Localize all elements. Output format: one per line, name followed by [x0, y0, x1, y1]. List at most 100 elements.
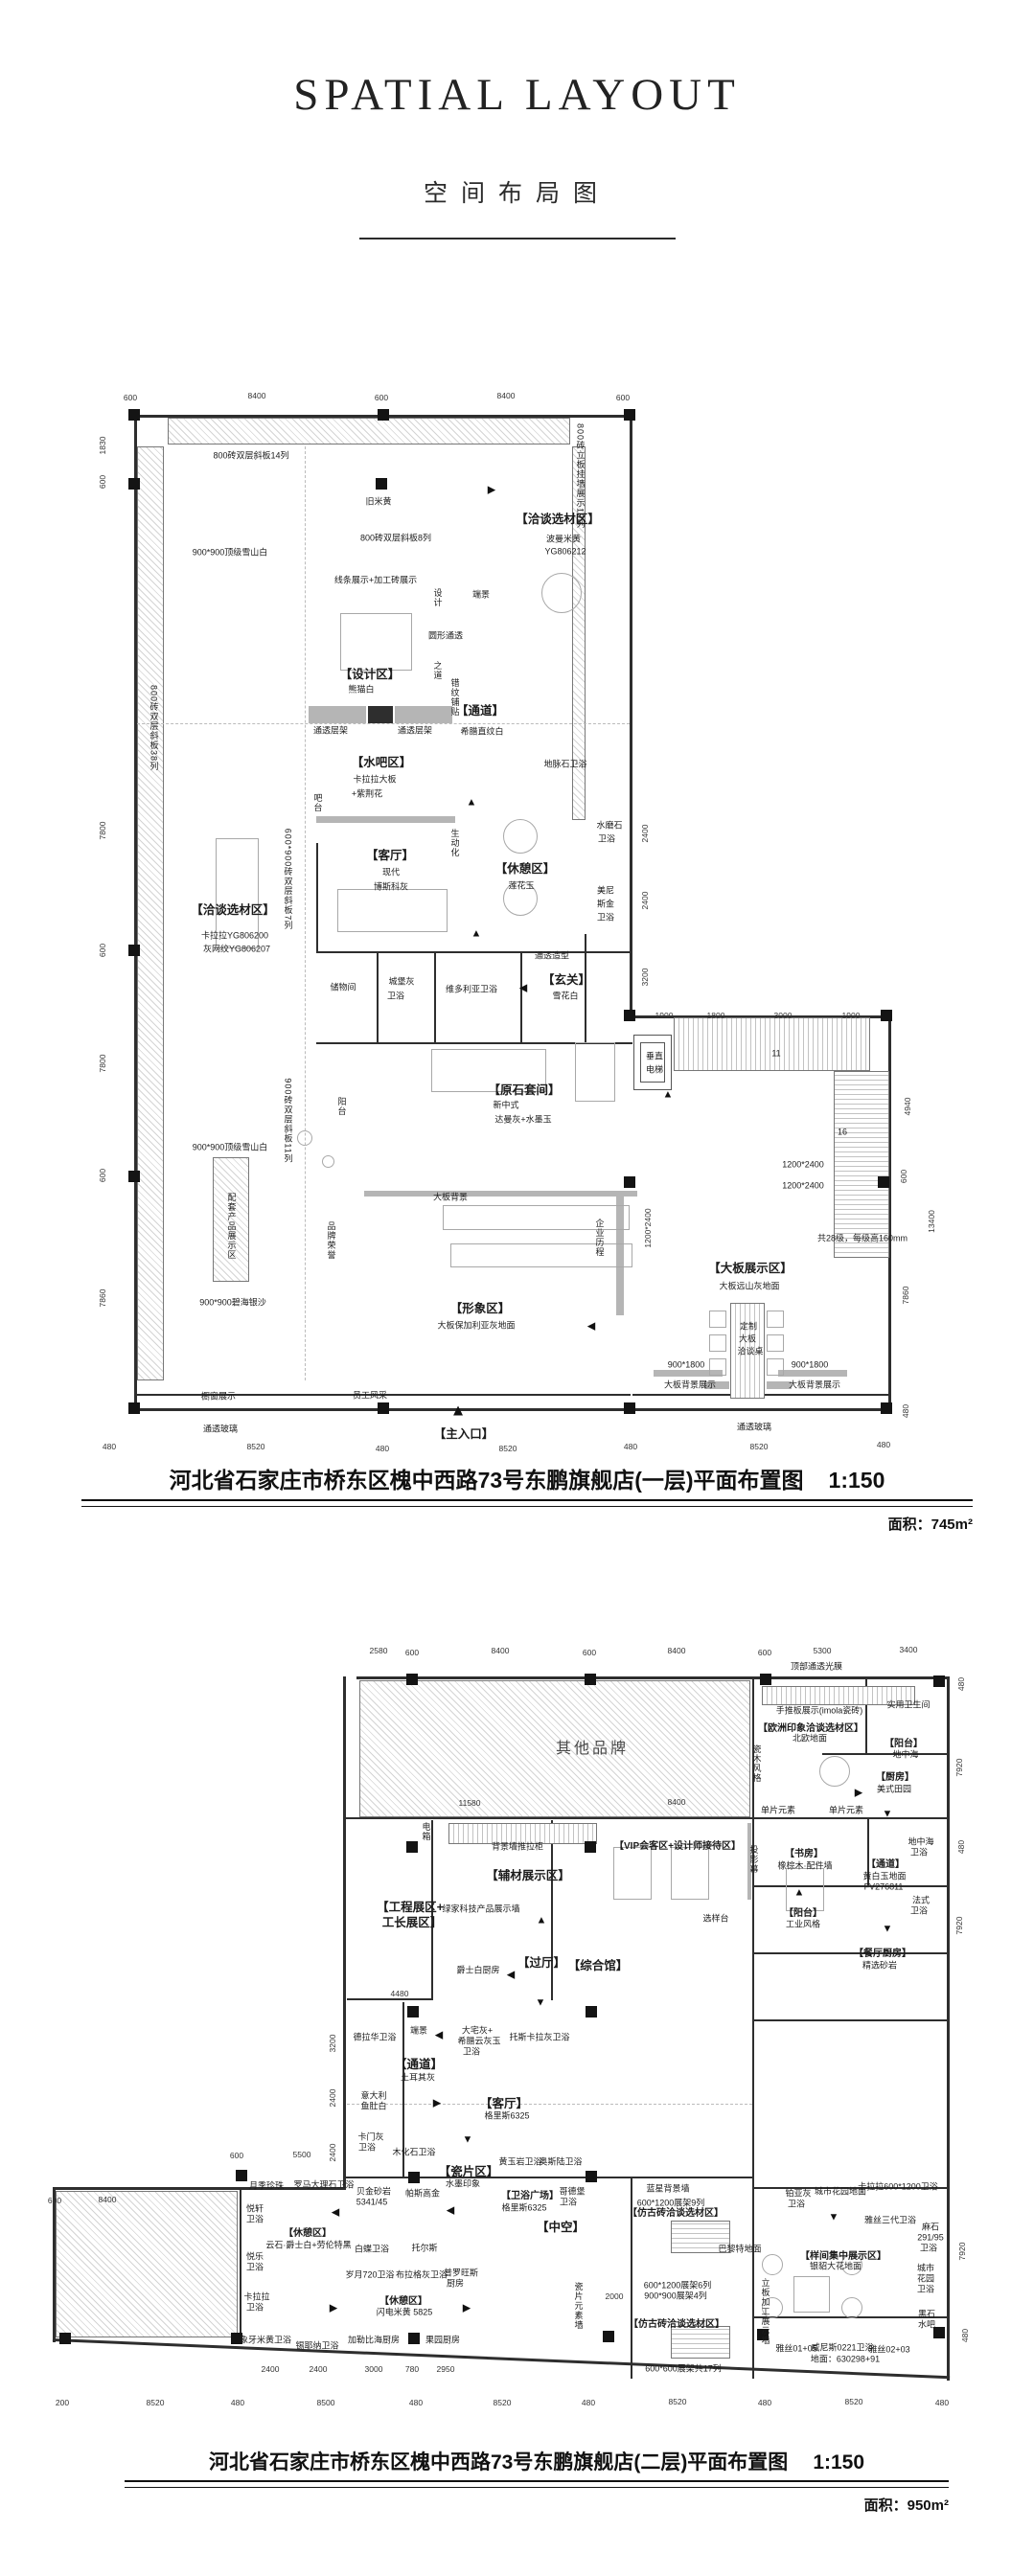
plan-label: 8400 [667, 1796, 686, 1807]
plan-shape-f [671, 1847, 709, 1900]
plan-label: 【阳台】 [784, 1908, 822, 1919]
plan-label: 【阳台】 [885, 1739, 923, 1749]
plan-label: 【休憩区】 [379, 2296, 427, 2307]
plan-shape-h [213, 1157, 249, 1282]
plan-label: 线条展示+加工砖展示 [333, 575, 418, 585]
plan-label: 大板背景展示 [788, 1379, 841, 1390]
plan-shape-f [767, 1334, 784, 1352]
plan-label: 480 [581, 2397, 596, 2407]
plan-label: 巴黎特地面 [718, 2244, 762, 2254]
plan-label: 600*900砖双层斜板7列 [283, 828, 293, 931]
plan-label: 800砖双层斜板38列 [149, 684, 159, 772]
direction-arrow: ▶ [487, 484, 496, 496]
plan-label: 1900 [841, 1010, 861, 1020]
plan-label: 卡拉拉YG806200 [200, 930, 269, 941]
plan-label: 900砖双层斜板11列 [283, 1078, 293, 1164]
column-marker [376, 478, 387, 490]
plan-label: 480 [934, 2397, 950, 2407]
plan-label: 吧台 [312, 793, 323, 812]
plan-label: 【中空】 [536, 2220, 586, 2234]
plan-shape-f [786, 1868, 824, 1911]
plan-label: 贝金砂岩 [356, 2186, 392, 2197]
plan-label: 地面：630298+91 [810, 2354, 881, 2364]
plan-label: 卫浴 [462, 2046, 481, 2057]
plan-label: 【形象区】 [449, 1301, 511, 1315]
plan-label: 哥德堡 [559, 2186, 586, 2197]
plan-label: 雅丝三代卫浴 [863, 2215, 917, 2225]
plan-shape-f [793, 2276, 830, 2313]
plan-shape-g [778, 1370, 847, 1377]
plan-label: 4480 [390, 1988, 409, 1998]
plan-shape-wall [754, 2019, 947, 2021]
plan-label: 【水吧区】 [351, 755, 412, 769]
plan2-scale: 1:150 [813, 2451, 865, 2473]
plan-label: 瓷木风格 [751, 1744, 762, 1783]
plan-label: FV276811 [863, 1881, 904, 1892]
plan-label: 法式 [911, 1895, 931, 1905]
plan-label: 5500 [292, 2149, 311, 2159]
plan-label: 1200*2400 [782, 1180, 824, 1191]
plan-label: 【辅材展示区】 [486, 1868, 570, 1882]
plan-label: 【瓷片区】 [438, 2164, 499, 2178]
column-marker [585, 1841, 596, 1853]
plan-label: 洽谈桌 [737, 1346, 764, 1356]
column-marker [624, 1176, 635, 1188]
plan-shape-wall [53, 2187, 346, 2190]
plan-label: 新中式 [493, 1100, 519, 1110]
plan-label: 锡耶纳卫浴 [295, 2340, 339, 2351]
column-marker [881, 1010, 892, 1021]
plan-label: 3000 [364, 2363, 383, 2374]
direction-arrow: ▼ [462, 2133, 473, 2146]
plan-shape-g [364, 1191, 637, 1197]
plan-label: 【样间集中展示区】 [800, 2251, 886, 2262]
plan-label: 3200 [327, 2034, 337, 2053]
plan-label: 卡拉拉600*1200卫浴 [858, 2181, 938, 2192]
plan2-caption-line: 河北省石家庄市桥东区槐中西路73号东鹏旗舰店(二层)平面布置图 1:150 [125, 2447, 949, 2475]
plan-label: 【休憩区】 [494, 861, 556, 876]
plan-label: 美式田园 [876, 1784, 912, 1794]
plan-label: 8400 [247, 390, 266, 400]
plan-shape-wall [240, 2189, 241, 2340]
direction-arrow: ▼ [882, 1808, 893, 1820]
plan-shape-stv [730, 1303, 765, 1399]
plan-shape-stv [448, 1823, 597, 1844]
plan-shape-wall [316, 1042, 632, 1044]
plan-label: 200 [55, 2397, 70, 2407]
plan-shape-circ [322, 1155, 334, 1168]
plan-shape-g [767, 1381, 792, 1389]
plan-shape-wall [134, 415, 137, 1411]
plan-label: 罗马大理石卫浴 [293, 2179, 355, 2190]
plan-label: 顶部通透光膜 [790, 1661, 843, 1672]
plan-shape-f [709, 1358, 726, 1376]
column-marker [231, 2333, 242, 2344]
plan-label: 鱼肚白 [360, 2101, 387, 2111]
plan-label: 爵士白厨房 [456, 1965, 500, 1975]
plan-shape-wall [754, 1952, 947, 1954]
plan-label: 雅丝01+05 [775, 2343, 817, 2354]
plan-shape-g [395, 706, 452, 723]
plan-label: 7920 [954, 1916, 964, 1935]
direction-arrow: ◀ [331, 2206, 340, 2219]
plan-label: 威尼斯0221卫浴 [811, 2342, 874, 2353]
direction-arrow: ◀ [446, 2204, 455, 2217]
plan-label: 黑石 [917, 2309, 936, 2319]
plan-label: 【欧洲印象洽谈选材区】 [758, 1723, 863, 1734]
plan2-caption-text: 河北省石家庄市桥东区槐中西路73号东鹏旗舰店(二层)平面布置图 [208, 2451, 789, 2473]
plan-label: 工长展区】 [381, 1915, 443, 1929]
plan-shape-wall [865, 1678, 867, 1753]
plan-label: 通透造型 [534, 950, 570, 961]
plan-shape-g [747, 1823, 751, 1900]
plan-label: 11 [771, 1048, 781, 1059]
plan-label: 【大板展示区】 [708, 1261, 793, 1275]
plan-label: 精选砂岩 [862, 1960, 898, 1971]
plan-label: 员工风采 [352, 1390, 388, 1401]
column-marker [586, 2006, 597, 2017]
plan-label: 600 [757, 1647, 772, 1657]
column-marker [406, 1841, 418, 1853]
plan-shape-wall [134, 1408, 891, 1411]
plan-label: 8400 [491, 1645, 510, 1655]
plan-label: 现代 [381, 867, 401, 878]
column-marker [757, 2329, 769, 2340]
plan-label: YG806212 [544, 546, 586, 557]
